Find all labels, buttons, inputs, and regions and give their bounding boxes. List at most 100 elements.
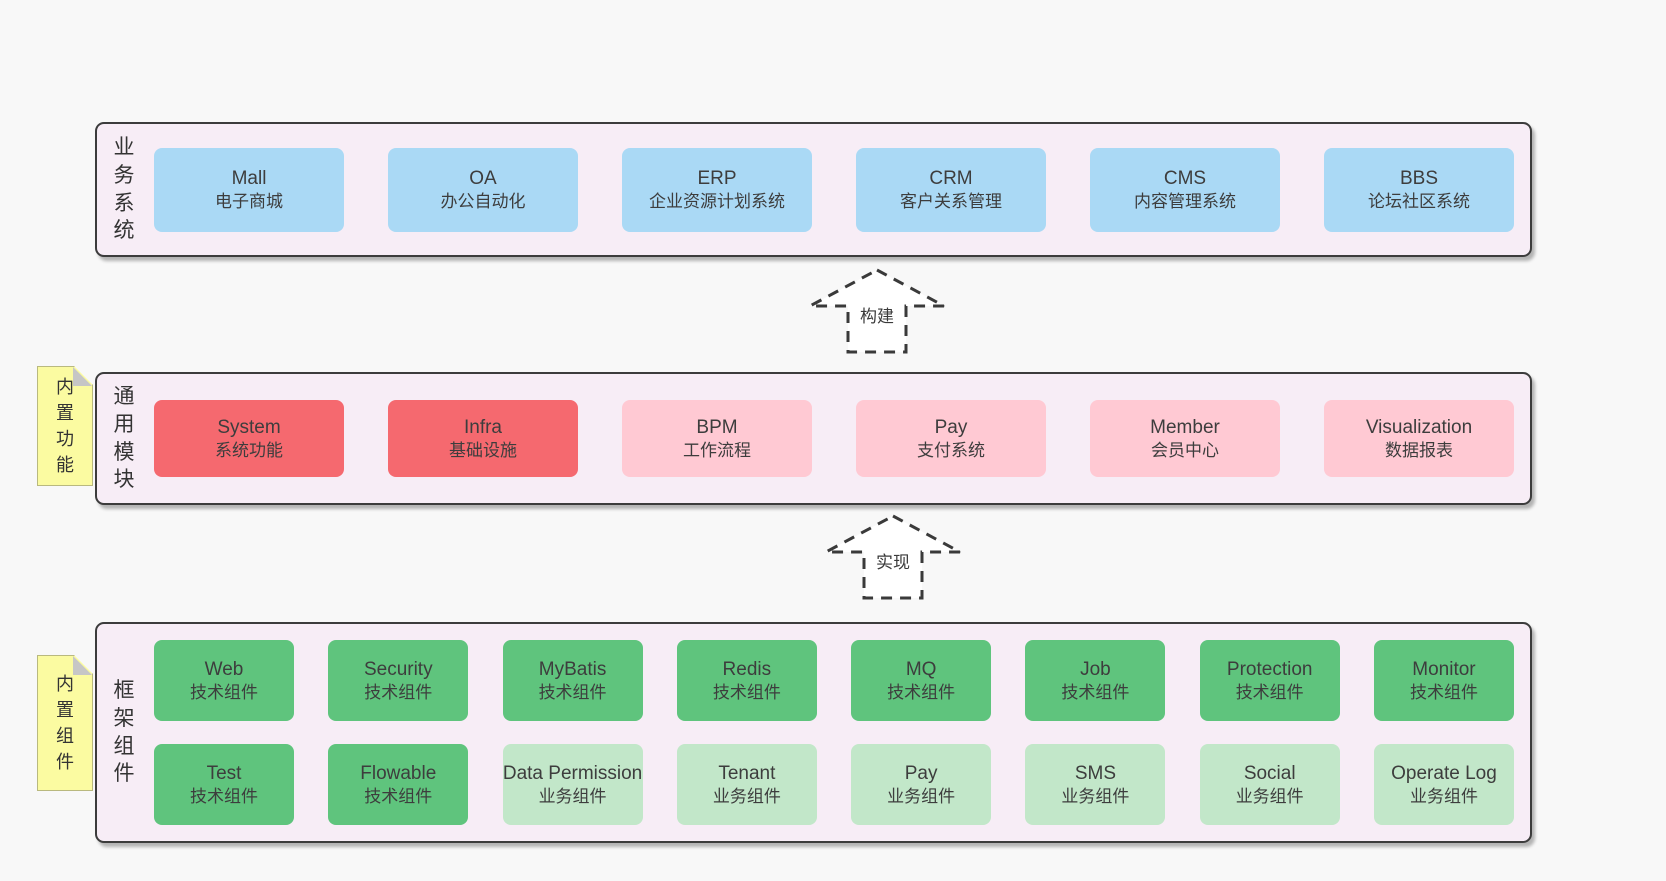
box-name-en: BPM xyxy=(696,416,738,438)
box-label-zh: 技术组件 xyxy=(190,682,258,702)
box-label-zh: 业务组件 xyxy=(887,786,956,806)
box-name-en: Monitor xyxy=(1412,658,1476,680)
box-label-zh: 内容管理系统 xyxy=(1134,191,1236,211)
arrow-label-implement: 实现 xyxy=(873,548,913,573)
box-label-zh: 办公自动化 xyxy=(440,191,526,211)
box-label-zh: 电子商城 xyxy=(215,191,283,211)
box-name-en: Social xyxy=(1243,762,1296,784)
box-name-en: Test xyxy=(206,762,242,784)
box-label-zh: 技术组件 xyxy=(1061,682,1130,702)
sticky-note-builtin-components: 内置组件 xyxy=(37,655,93,791)
box-name-en: Job xyxy=(1080,658,1111,680)
up-arrow-implement: 实现 xyxy=(822,512,964,602)
box-name-en: Visualization xyxy=(1365,416,1473,438)
box-name-en: OA xyxy=(469,167,497,189)
box-label-zh: 技术组件 xyxy=(538,682,607,702)
box-name-en: Security xyxy=(363,658,433,680)
box-label-zh: 支付系统 xyxy=(917,440,985,460)
box-name-en: Protection xyxy=(1226,658,1313,680)
box-name-en: BBS xyxy=(1399,167,1439,189)
note-fold-corner xyxy=(73,656,92,675)
box-name-en: ERP xyxy=(697,167,737,189)
note-text: 内置功能 xyxy=(56,376,74,476)
layer-label-business: 业务系统 xyxy=(113,136,135,243)
layer-label-modules: 通用模块 xyxy=(113,385,135,492)
box-name-en: Member xyxy=(1150,416,1220,438)
box-name-en: Pay xyxy=(904,762,938,784)
box-label-zh: 业务组件 xyxy=(538,786,607,806)
box-name-en: System xyxy=(217,416,281,438)
layer-label-components: 框架组件 xyxy=(113,679,135,786)
box-name-en: Redis xyxy=(722,658,772,680)
box-label-zh: 技术组件 xyxy=(712,682,781,702)
box-label-zh: 客户关系管理 xyxy=(900,191,1002,211)
note-text: 内置组件 xyxy=(56,673,74,773)
box-label-zh: 技术组件 xyxy=(364,786,433,806)
box-name-en: CRM xyxy=(929,167,973,189)
box-label-zh: 技术组件 xyxy=(1409,682,1478,702)
box-label-zh: 企业资源计划系统 xyxy=(649,191,785,211)
box-label-zh: 技术组件 xyxy=(1235,682,1304,702)
box-label-zh: 技术组件 xyxy=(887,682,956,702)
box-name-en: Web xyxy=(204,658,244,680)
box-label-zh: 业务组件 xyxy=(1235,786,1304,806)
box-label-zh: 数据报表 xyxy=(1385,440,1453,460)
box-name-en: Tenant xyxy=(718,762,776,784)
box-label-zh: 业务组件 xyxy=(1061,786,1130,806)
box-label-zh: 业务组件 xyxy=(712,786,781,806)
arrow-label-build: 构建 xyxy=(857,302,897,327)
box-name-en: Pay xyxy=(934,416,968,438)
box-name-en: Mall xyxy=(231,167,267,189)
box-name-en: MyBatis xyxy=(538,658,607,680)
box-label-zh: 技术组件 xyxy=(190,786,258,806)
box-name-en: Infra xyxy=(463,416,503,438)
box-label-zh: 会员中心 xyxy=(1151,440,1219,460)
box-label-zh: 基础设施 xyxy=(449,440,517,460)
box-label-zh: 技术组件 xyxy=(364,682,433,702)
box-name-en: MQ xyxy=(905,658,937,680)
box-name-en: Flowable xyxy=(360,762,437,784)
box-label-zh: 论坛社区系统 xyxy=(1368,191,1470,211)
box-name-en: CMS xyxy=(1163,167,1207,189)
box-label-zh: 系统功能 xyxy=(215,440,283,460)
box-name-en: Operate Log xyxy=(1391,762,1497,784)
sticky-note-builtin-features: 内置功能 xyxy=(37,366,93,486)
note-fold-corner xyxy=(73,367,92,386)
box-label-zh: 业务组件 xyxy=(1409,786,1478,806)
up-arrow-build: 构建 xyxy=(806,266,948,356)
box-name-en: SMS xyxy=(1074,762,1116,784)
